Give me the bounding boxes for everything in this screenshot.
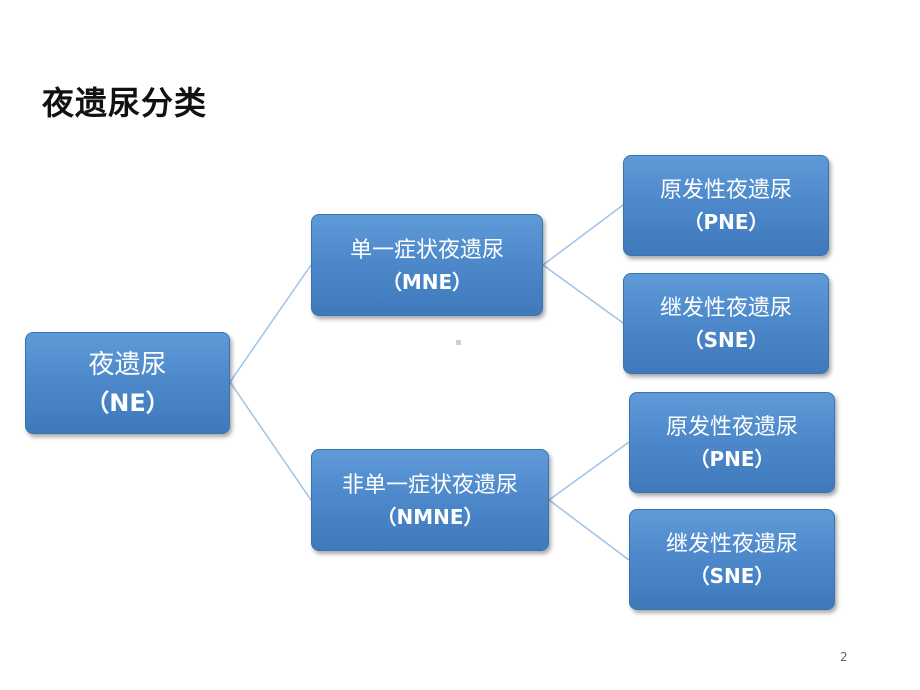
node-mne: 单一症状夜遗尿 （MNE） bbox=[311, 214, 543, 316]
node-mne-sne: 继发性夜遗尿 （SNE） bbox=[623, 273, 829, 374]
node-ne: 夜遗尿 （NE） bbox=[25, 332, 230, 434]
node-nmne-abbr: （NMNE） bbox=[376, 504, 484, 529]
node-nmne-pne-label: 原发性夜遗尿 bbox=[665, 415, 798, 440]
node-ne-label: 夜遗尿 bbox=[88, 349, 167, 380]
node-mne-label: 单一症状夜遗尿 bbox=[349, 237, 504, 263]
connector-root-to-mne bbox=[229, 264, 312, 383]
connector-nmne-to-pne bbox=[548, 441, 630, 501]
node-nmne-label: 非单一症状夜遗尿 bbox=[341, 472, 518, 498]
node-nmne-pne-abbr: （PNE） bbox=[689, 447, 775, 471]
page-number: 2 bbox=[840, 650, 848, 664]
node-mne-pne-label: 原发性夜遗尿 bbox=[659, 178, 792, 203]
node-nmne-pne: 原发性夜遗尿 （PNE） bbox=[629, 392, 835, 493]
connector-mne-to-pne bbox=[542, 204, 624, 266]
node-mne-sne-label: 继发性夜遗尿 bbox=[659, 296, 792, 321]
node-nmne: 非单一症状夜遗尿 （NMNE） bbox=[311, 449, 549, 551]
page-title: 夜遗尿分类 bbox=[42, 84, 208, 122]
node-mne-pne: 原发性夜遗尿 （PNE） bbox=[623, 155, 829, 256]
node-mne-abbr: （MNE） bbox=[381, 269, 473, 294]
node-nmne-sne-label: 继发性夜遗尿 bbox=[665, 532, 798, 557]
connector-mne-to-sne bbox=[542, 264, 624, 324]
node-nmne-sne-abbr: （SNE） bbox=[689, 564, 775, 588]
node-nmne-sne: 继发性夜遗尿 （SNE） bbox=[629, 509, 835, 610]
decorative-dot bbox=[456, 340, 461, 345]
connector-root-to-nmne bbox=[229, 381, 312, 501]
node-mne-sne-abbr: （SNE） bbox=[683, 328, 769, 352]
connector-nmne-to-sne bbox=[548, 499, 630, 561]
node-ne-abbr: （NE） bbox=[85, 388, 170, 417]
node-mne-pne-abbr: （PNE） bbox=[683, 210, 769, 234]
